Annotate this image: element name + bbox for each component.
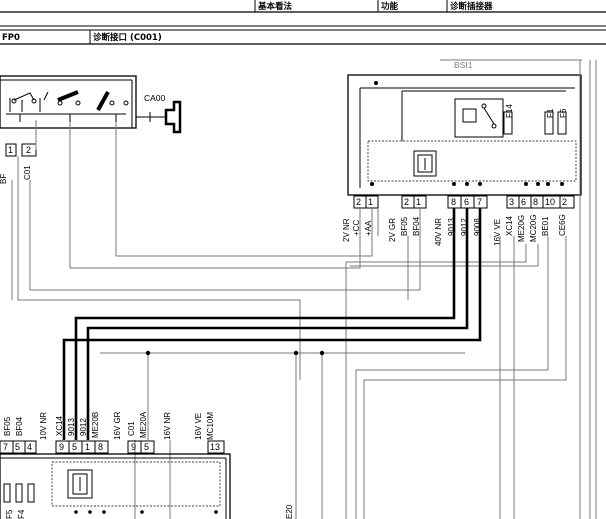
fuse-f1-label: F1 [546,108,555,118]
wire-code: 9008 [473,218,482,236]
bottom-unit: F5 F4 E20 [0,453,294,519]
header-col2: 功能 [381,1,399,12]
header-row2-left: FP0 [2,33,20,43]
bottom-spec: 16V GR [113,411,122,440]
bottom-code: ME20B [91,412,100,438]
bottom-code: 9012 [79,418,88,436]
wire-code: XC14 [505,215,514,236]
bsi1-label: BSI1 [454,60,473,70]
header-col3: 诊断插接器 [450,1,493,12]
bottom-code: C01 [127,421,136,436]
wire-code: +AA [364,220,373,236]
wire-spec: 2V NR [342,218,351,242]
wire-code: 9013 [447,218,456,236]
left-label-c01: C01 [23,165,32,180]
fuse-f14-label: F14 [505,104,514,118]
bsi-pin: 2 [404,197,409,207]
wires-grey [11,59,597,519]
wire-code: ME20G [517,215,526,242]
bottom-code: BF05 [3,416,12,436]
wire-spec: 40V NR [434,218,443,246]
switch-unit-ca00: CA00 [0,75,182,134]
bsi-pin: 1 [416,197,421,207]
bottom-pin: 8 [98,442,103,452]
bottom-pin: 4 [27,442,32,452]
ca00-label: CA00 [144,93,166,103]
left-pin-1: 1 [8,145,13,155]
wire-spec: 2V GR [388,218,397,242]
bottom-code: XC14 [55,415,64,436]
left-label-bf: BF [0,174,8,184]
bottom-pin: 5 [144,442,149,452]
bsi-pin: 6 [521,197,526,207]
bottom-pin: 1 [85,442,90,452]
wire-code: BF04 [412,216,421,236]
bsi-pin: 2 [562,197,567,207]
bottom-pin: 13 [210,442,220,452]
bottom-pin-row: 7 5 4 9 5 1 8 9 5 13 [0,440,225,454]
bottom-code: ME20A [139,411,148,438]
wire-code-e20: E20 [285,504,294,519]
bottom-code: MC10M [206,412,215,440]
fuse-f6-label: F6 [559,108,568,118]
bottom-pin: 9 [59,442,64,452]
bsi-pin-row: 2 1 2 1 8 6 7 3 6 8 10 2 [353,195,575,209]
bsi-pin: 1 [368,197,373,207]
wire-code: 9012 [460,218,469,236]
fuse-f5-label: F5 [5,509,14,519]
bsi-pin: 2 [356,197,361,207]
bottom-spec: 16V VE [194,413,203,440]
left-pin-2: 2 [26,145,31,155]
header-col1: 基本看法 [257,1,293,12]
wire-code: MC20G [529,214,538,242]
junction-dots [145,81,564,356]
bottom-spec: 10V NR [39,412,48,440]
wire-code: CE6G [558,214,567,236]
bsi-pin: 10 [545,197,555,207]
bsi-pin: 7 [477,197,482,207]
wire-code: BF05 [400,216,409,236]
bsi1-unit: F14 F1 F6 BSI1 [347,60,582,196]
bsi-pin: 8 [451,197,456,207]
bottom-pin: 5 [72,442,77,452]
bottom-pin: 7 [3,442,8,452]
bottom-connector-labels: BF05 BF04 10V NR XC14 9013 9012 ME20B 16… [3,411,215,440]
header-row2-right: 诊断接口 (C001) [93,32,162,43]
bottom-pin: 5 [15,442,20,452]
bottom-spec: 16V NR [163,412,172,440]
bsi-pin: 6 [464,197,469,207]
bottom-pin: 9 [131,442,136,452]
fuse-f4-label: F4 [17,509,26,519]
bsi-wire-labels: 2V NR +CC +AA 2V GR BF05 BF04 40V NR 901… [342,214,567,246]
wire-spec: 16V VE [493,219,502,246]
bsi-pin: 3 [509,197,514,207]
wire-code: BE01 [541,216,550,236]
bottom-code: 9013 [67,418,76,436]
bottom-code: BF04 [15,416,24,436]
header-table: 基本看法 功能 诊断插接器 FP0 诊断接口 (C001) [0,0,606,45]
wire-code: +CC [352,220,361,236]
wires-bold [62,208,482,440]
bsi-pin: 8 [533,197,538,207]
